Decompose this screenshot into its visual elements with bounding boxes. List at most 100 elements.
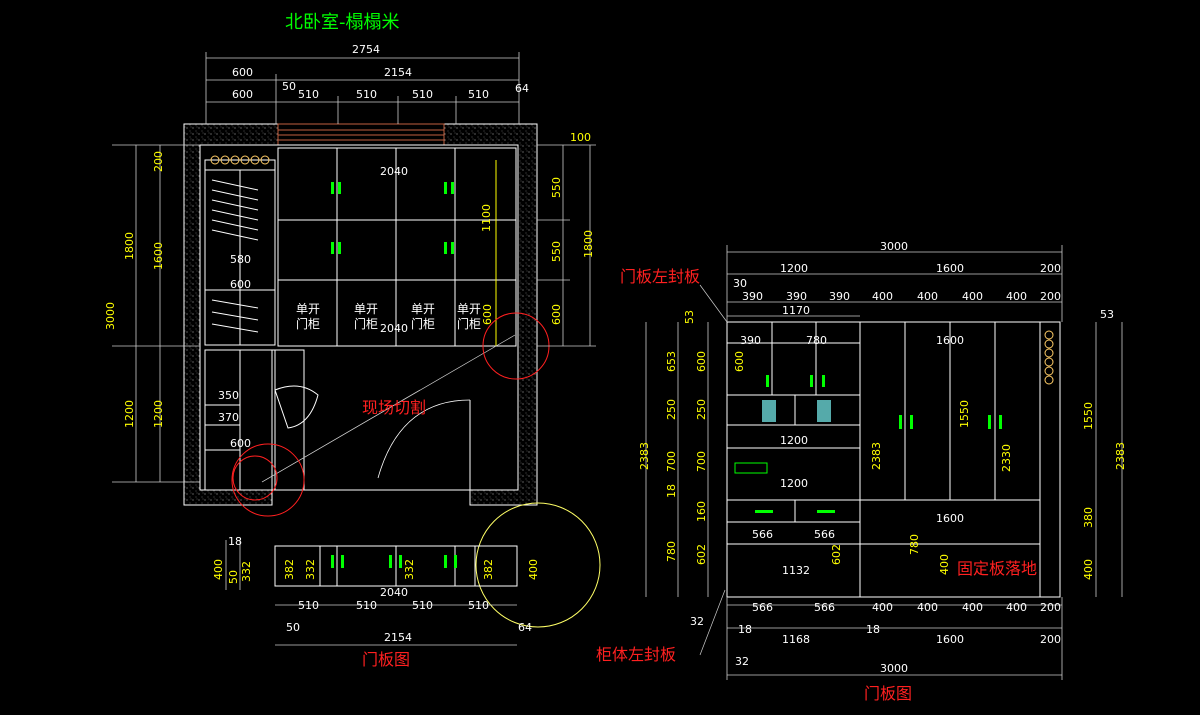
dim-text: 600 — [733, 351, 746, 372]
dim-text: 2040 — [380, 165, 408, 178]
dim-text: 400 — [212, 559, 225, 580]
dim-text: 400 — [872, 601, 893, 614]
cabinet-label-3: 单开 — [411, 302, 435, 316]
dim-text: 3000 — [880, 662, 908, 675]
dim-text: 2040 — [380, 322, 408, 335]
dim-text: 390 — [829, 290, 850, 303]
elevation-handles — [755, 375, 1002, 513]
dim-text: 100 — [570, 131, 591, 144]
dim-text: 32 — [735, 655, 749, 668]
dim-text: 2754 — [352, 43, 380, 56]
dim-text: 600 — [232, 66, 253, 79]
dim-text: 510 — [412, 88, 433, 101]
dim-text: 390 — [740, 334, 761, 347]
dim-text: 580 — [230, 253, 251, 266]
drawing-title: 北卧室-榻榻米 — [285, 12, 400, 33]
dim-text: 250 — [665, 399, 678, 420]
dim-text: 1800 — [123, 232, 136, 260]
dim-text: 50 — [286, 621, 300, 634]
dim-text: 30 — [733, 277, 747, 290]
dim-text: 510 — [468, 88, 489, 101]
dim-text: 200 — [1040, 633, 1061, 646]
dim-text: 50 — [282, 80, 296, 93]
dim-text: 400 — [1082, 559, 1095, 580]
dim-text: 390 — [786, 290, 807, 303]
hook-rack-icon — [1044, 330, 1054, 385]
hook-icons — [210, 155, 270, 165]
tatami-platform — [277, 147, 517, 347]
dim-text: 602 — [830, 544, 843, 565]
dim-text: 1200 — [780, 434, 808, 447]
dim-text: 3000 — [104, 302, 117, 330]
dim-text: 400 — [527, 559, 540, 580]
cabinet-label-4b: 门柜 — [457, 316, 481, 331]
dim-text: 510 — [298, 599, 319, 612]
cabinet-label-2b: 门柜 — [354, 316, 378, 331]
dim-text: 780 — [665, 541, 678, 562]
dim-text: 380 — [1082, 507, 1095, 528]
plan-dim-lines — [112, 52, 596, 483]
socket-icon — [734, 462, 768, 474]
cabinet-labels: 单开 门柜 单开 门柜 单开 门柜 单开 门柜 — [296, 302, 481, 331]
dim-text: 18 — [665, 484, 678, 498]
dim-text: 1200 — [780, 477, 808, 490]
dim-text: 32 — [690, 615, 704, 628]
cabinet-label-2: 单开 — [354, 302, 378, 316]
dim-text: 18 — [738, 623, 752, 636]
dim-text: 510 — [468, 599, 489, 612]
dim-text: 50 — [227, 570, 240, 584]
elevation-dim-texts: 3000 1200 1600 200 30 390 390 390 400 40… — [638, 240, 1127, 675]
elevation-view — [726, 321, 1061, 598]
dim-text: 600 — [230, 437, 251, 450]
dim-text: 250 — [695, 399, 708, 420]
elevation-labels: 门板左封板 柜体左封板 固定板落地 门板图 — [596, 267, 1037, 703]
dim-text: 2383 — [1114, 442, 1127, 470]
dim-text: 332 — [304, 559, 317, 580]
dim-text: 600 — [550, 304, 563, 325]
dim-text: 2383 — [638, 442, 651, 470]
dim-text: 566 — [814, 601, 835, 614]
dim-text: 400 — [872, 290, 893, 303]
dim-text: 600 — [481, 304, 494, 325]
dim-text: 566 — [752, 528, 773, 541]
dim-text: 400 — [1006, 290, 1027, 303]
dim-text: 510 — [356, 88, 377, 101]
label-cabinet-left-edge: 柜体左封板 — [596, 645, 676, 664]
dim-text: 700 — [665, 451, 678, 472]
dim-text: 1800 — [582, 230, 595, 258]
dim-text: 200 — [152, 151, 165, 172]
leader-lines — [699, 284, 728, 656]
door-strip-dim-texts: 18 400 50 332 382 332 332 382 400 510 51… — [212, 535, 540, 644]
dim-text: 200 — [1040, 290, 1061, 303]
dim-text: 53 — [683, 310, 696, 324]
plan-view — [183, 123, 538, 506]
dim-text: 64 — [515, 82, 529, 95]
door-strip-dims — [225, 540, 517, 646]
dim-text: 64 — [518, 621, 532, 634]
plan-dim-texts: 2754 600 2154 600 50 510 510 510 510 64 … — [104, 43, 595, 450]
dim-text: 700 — [695, 451, 708, 472]
highlight-circle — [231, 443, 305, 517]
dim-text: 332 — [240, 561, 253, 582]
dim-text: 53 — [1100, 308, 1114, 321]
dim-text: 1550 — [1082, 402, 1095, 430]
dim-text: 160 — [695, 501, 708, 522]
dim-text: 550 — [550, 241, 563, 262]
elevation-caption: 门板图 — [864, 684, 912, 703]
hanger-icons — [211, 179, 259, 333]
highlight-circle-yellow — [475, 502, 601, 628]
dim-text: 2330 — [1000, 444, 1013, 472]
dim-text: 602 — [695, 544, 708, 565]
dim-text: 200 — [1040, 262, 1061, 275]
dim-text: 510 — [412, 599, 433, 612]
dim-text: 550 — [550, 177, 563, 198]
dim-text: 400 — [917, 601, 938, 614]
dim-text: 1600 — [152, 242, 165, 270]
dim-text: 600 — [695, 351, 708, 372]
dim-text: 653 — [665, 351, 678, 372]
dim-text: 600 — [230, 278, 251, 291]
elevation-dim-lines — [645, 245, 1123, 680]
site-cut-label: 现场切割 — [362, 398, 426, 417]
dim-text: 1200 — [780, 262, 808, 275]
dim-text: 1200 — [152, 400, 165, 428]
